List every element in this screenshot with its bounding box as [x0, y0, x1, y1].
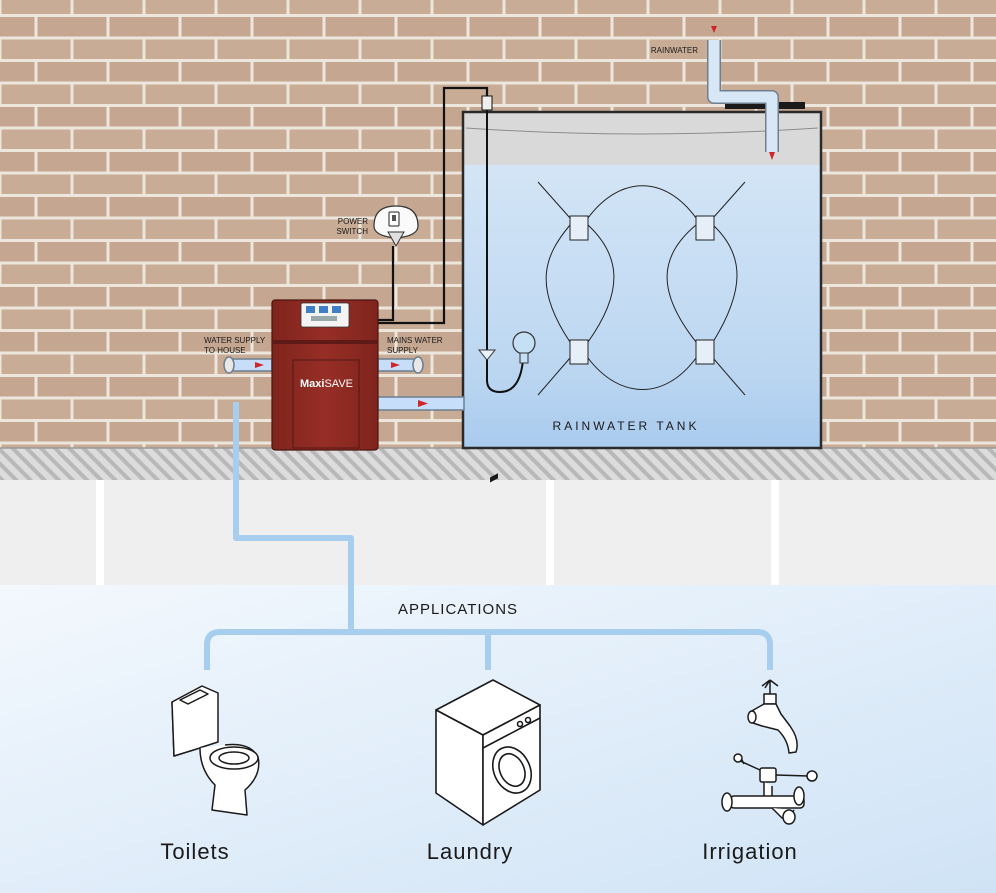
flow-arrow-left-icon	[391, 362, 400, 368]
mains-water-pipe: MAINS WATER SUPPLY	[377, 336, 443, 374]
garden-tap-icon	[747, 679, 798, 754]
tank-mesh	[537, 181, 746, 396]
sprinkler-connector-icon	[721, 753, 818, 825]
rainwater-inlet-label: RAINWATER	[651, 46, 698, 55]
washing-machine-icon	[435, 473, 541, 826]
application-label-toilets: Toilets	[160, 839, 229, 864]
toilet-icon	[171, 685, 260, 816]
power-switch-label: SWITCH	[336, 227, 368, 236]
power-cables	[378, 86, 489, 325]
mains-water-label: MAINS WATER	[387, 336, 443, 345]
flow-arrow-left-icon	[418, 400, 428, 407]
tank-label: RAINWATER TANK	[553, 419, 700, 433]
pump-brand: MaxiSAVE	[300, 378, 353, 390]
power-switch-label: POWER	[338, 217, 368, 226]
power-switch-icon: POWER SWITCH	[336, 205, 419, 248]
flow-arrow-down-icon	[769, 152, 775, 160]
applications-title: APPLICATIONS	[398, 601, 518, 618]
flow-arrow-down-icon	[711, 26, 717, 33]
water-supply-label: WATER SUPPLY	[204, 336, 266, 345]
tank-to-pump-pipe	[377, 396, 465, 411]
water-supply-pipe: WATER SUPPLY TO HOUSE	[204, 336, 273, 374]
mains-water-label: SUPPLY	[387, 346, 419, 355]
maxisave-pump: MaxiSAVE	[271, 299, 379, 451]
water-supply-label: TO HOUSE	[204, 346, 246, 355]
distribution-pipes	[204, 402, 773, 670]
float-switch-icon	[477, 110, 536, 394]
rainwater-tank: RAINWATER TANK	[461, 110, 823, 450]
cable-gland-icon	[481, 95, 493, 111]
application-label-laundry: Laundry	[427, 839, 514, 864]
application-label-irrigation: Irrigation	[702, 839, 798, 864]
paving	[0, 480, 996, 585]
flow-arrow-left-icon	[255, 362, 264, 368]
rainwater-inlet-pipe: RAINWATER	[651, 26, 805, 160]
